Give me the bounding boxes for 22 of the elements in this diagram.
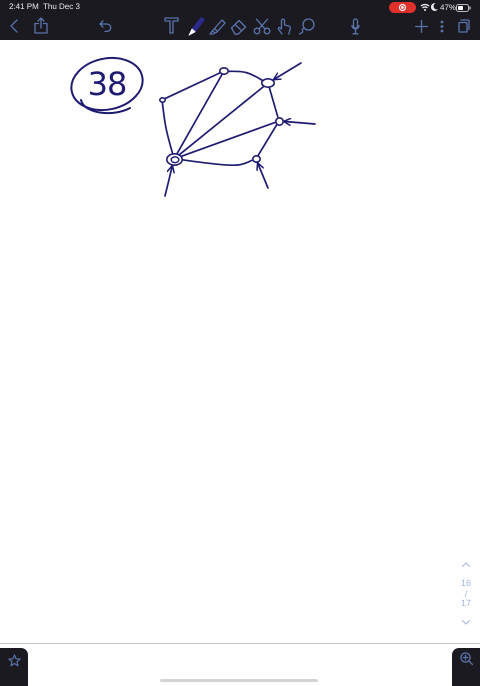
page-number: 16 bbox=[461, 579, 471, 588]
graph-edge bbox=[162, 102, 174, 154]
graph-edge bbox=[268, 87, 279, 118]
status-time: 2:41 PM bbox=[9, 3, 39, 11]
page-separator: / bbox=[464, 590, 468, 598]
arrow bbox=[272, 62, 302, 81]
status-date: Thu Dec 3 bbox=[43, 3, 80, 11]
graph-edge bbox=[180, 122, 276, 158]
graph-edge bbox=[176, 74, 223, 154]
arrow bbox=[256, 162, 269, 189]
arrow bbox=[164, 164, 175, 197]
graph-edge bbox=[182, 158, 253, 166]
arrow bbox=[282, 118, 316, 126]
graph-edge bbox=[164, 72, 221, 100]
vertex-circle bbox=[158, 97, 166, 103]
number-label: 38 bbox=[88, 68, 126, 100]
page-count: 17 bbox=[461, 599, 471, 608]
graph-edge bbox=[257, 124, 278, 156]
graph-edge bbox=[179, 86, 264, 156]
graph-edge bbox=[228, 70, 264, 82]
vertex-circle bbox=[219, 67, 229, 75]
battery-percent: 47% bbox=[440, 4, 456, 12]
